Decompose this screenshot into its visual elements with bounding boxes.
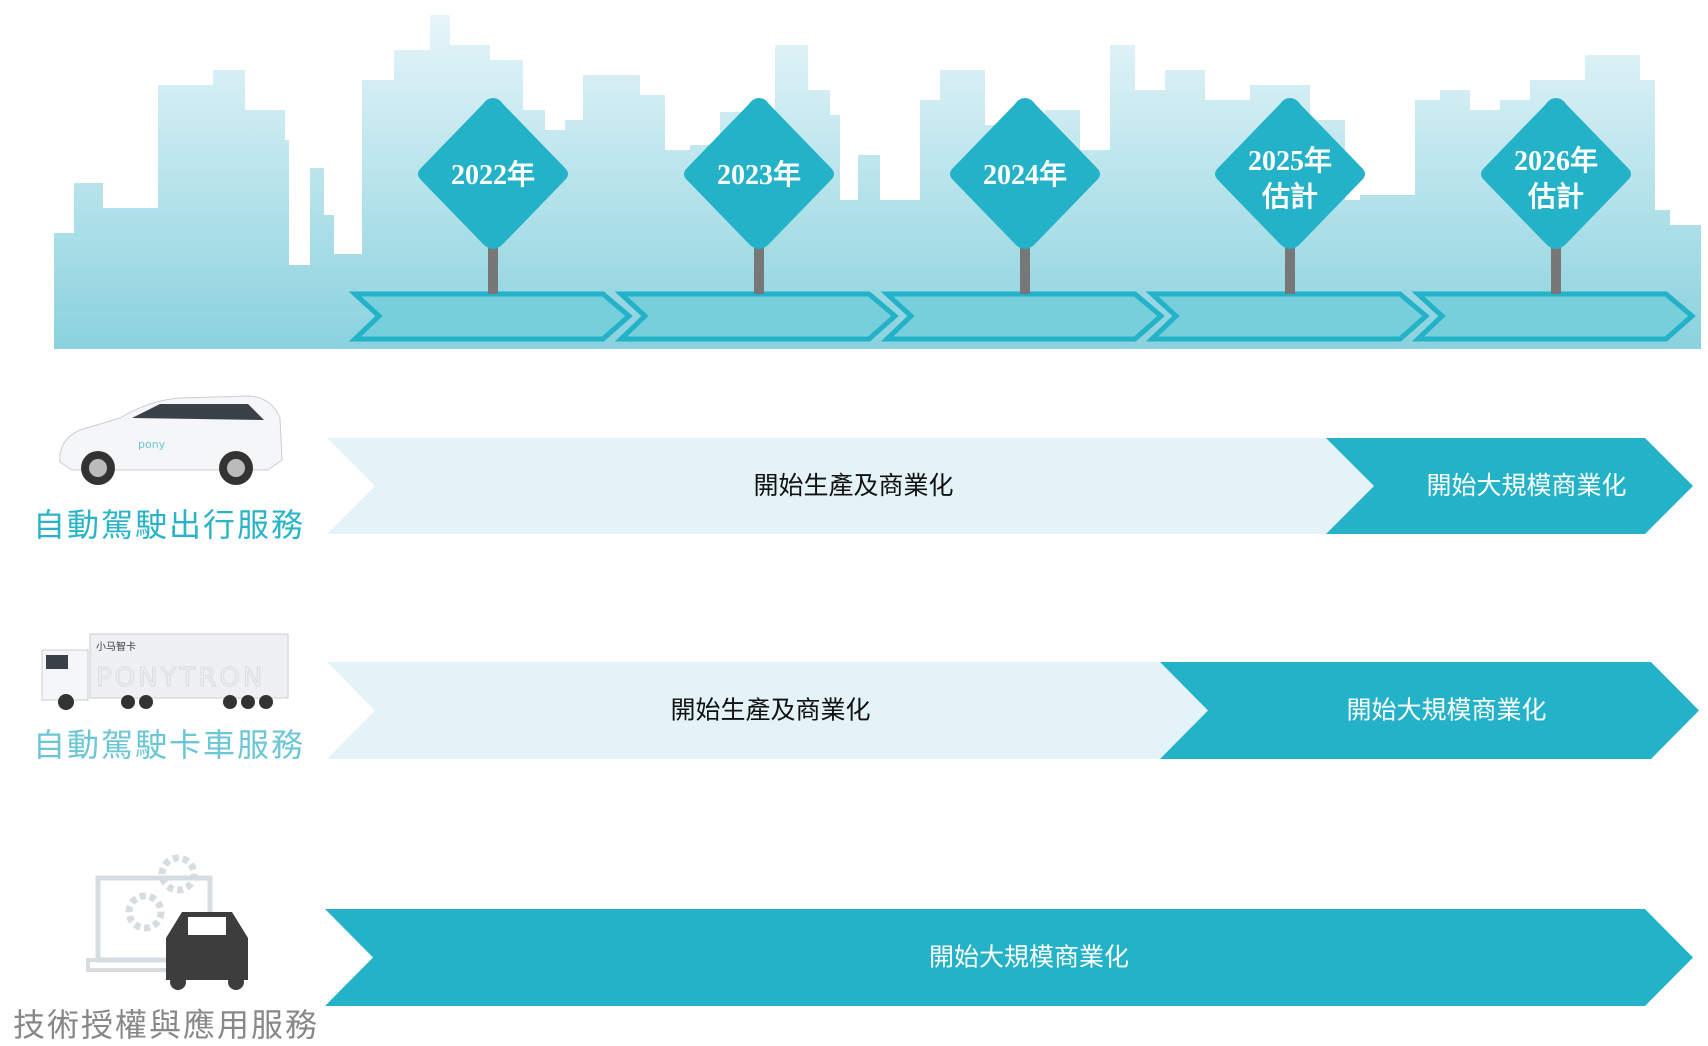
phase-arrow-dark xyxy=(325,909,1693,1006)
year-label: 2026年 xyxy=(1514,144,1598,177)
phase-arrow-light xyxy=(327,438,1374,534)
year-estimate-label: 估計 xyxy=(1527,180,1584,213)
year-label: 2023年 xyxy=(717,158,801,191)
phase-label: 開始生產及商業化 xyxy=(753,471,953,500)
timeline-chevron xyxy=(348,291,633,342)
truck-logo-text: PONYTRON xyxy=(96,663,265,693)
robotaxi-van-image: pony xyxy=(59,395,283,485)
phase-label: 開始大規模商業化 xyxy=(1426,471,1626,500)
year-label: 2022年 xyxy=(451,158,535,191)
year-label: 2025年 xyxy=(1248,144,1332,177)
marker-pole xyxy=(1551,240,1561,294)
year-diamond-marker xyxy=(950,98,1100,249)
marker-pole xyxy=(1020,240,1030,294)
year-label: 2024年 xyxy=(983,158,1067,191)
year-diamond-marker xyxy=(418,98,568,249)
timeline-chevron xyxy=(1145,291,1430,342)
car-gears-laptop-icon xyxy=(86,854,248,990)
service-label: 技術授權與應用服務 xyxy=(13,1006,319,1044)
year-diamond-marker xyxy=(1481,98,1631,249)
timeline-chevrons xyxy=(348,291,1696,342)
service-label: 自動駕駛出行服務 xyxy=(33,506,305,544)
timeline-chevron xyxy=(1411,291,1696,342)
phase-arrow-dark xyxy=(1326,438,1693,534)
phase-label: 開始大規模商業化 xyxy=(929,943,1129,972)
service-label: 自動駕駛卡車服務 xyxy=(33,726,305,764)
truck-brand-text: 小马智卡 xyxy=(96,640,136,653)
marker-pole xyxy=(754,240,764,294)
year-estimate-label: 估計 xyxy=(1261,180,1318,213)
svg-text:pony: pony xyxy=(138,438,166,451)
marker-pole xyxy=(1285,240,1295,294)
timeline-chevron xyxy=(880,291,1165,342)
phase-label: 開始大規模商業化 xyxy=(1346,696,1546,725)
robotruck-image: 小马智卡 PONYTRON xyxy=(41,633,289,710)
phase-arrow-dark xyxy=(1160,662,1699,759)
phase-label: 開始生產及商業化 xyxy=(670,696,870,725)
year-diamond-marker xyxy=(1215,98,1365,249)
phase-arrow-light xyxy=(327,662,1208,759)
year-diamond-marker xyxy=(684,98,834,249)
marker-pole xyxy=(488,240,498,294)
timeline-chevron xyxy=(614,291,899,342)
